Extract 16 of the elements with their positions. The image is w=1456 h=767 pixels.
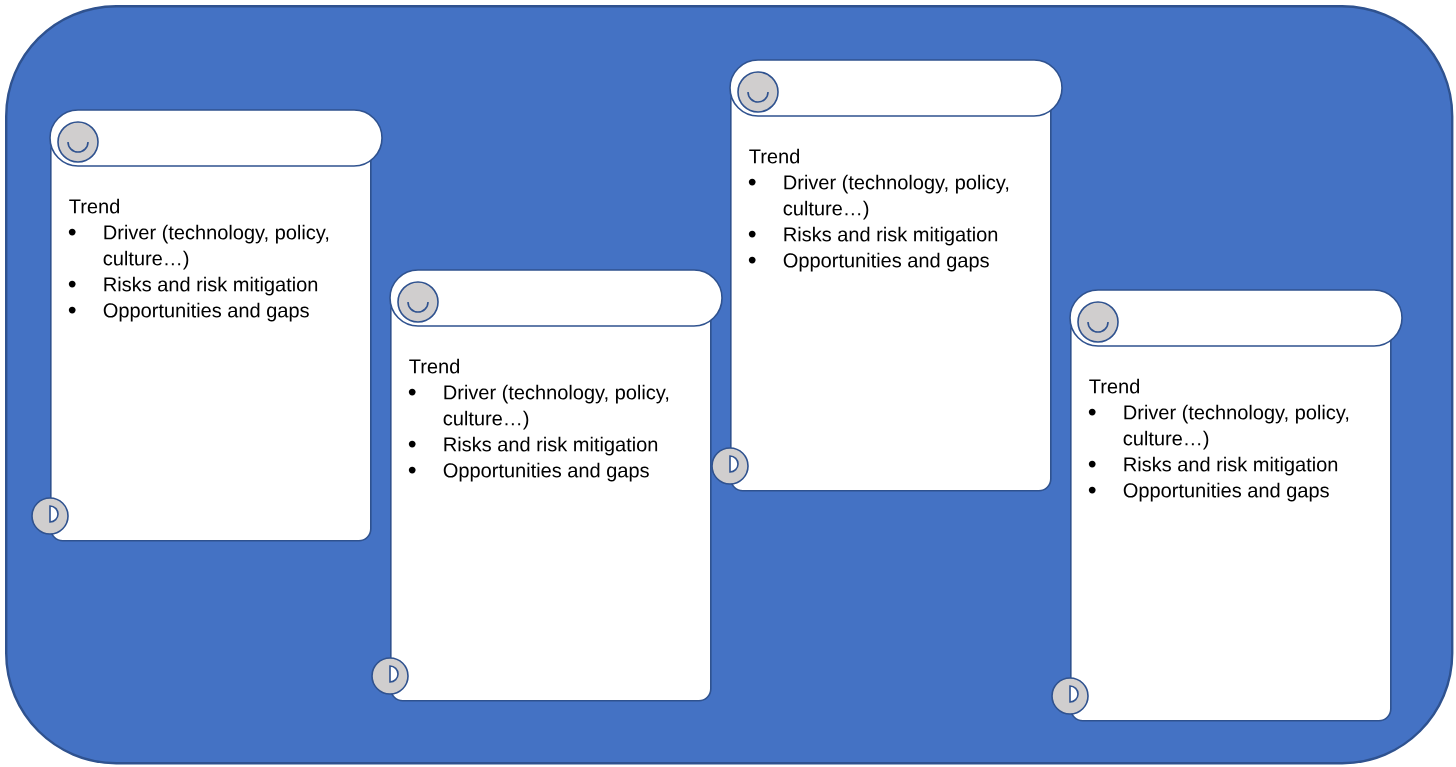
bullet-text: Risks and risk mitigation <box>1124 456 1338 476</box>
bullet-text: Risks and risk mitigation <box>104 276 318 296</box>
bullet-text: Driver (technology, policy, culture…) <box>783 174 1009 220</box>
bullet-text: Opportunities and gaps <box>783 252 989 272</box>
bullet-text: Driver (technology, policy, culture…) <box>443 384 669 430</box>
heading: Trend <box>69 198 120 214</box>
bullet-text: Driver (technology, policy, culture…) <box>1123 404 1349 450</box>
heading: Trend <box>1089 378 1140 394</box>
heading: Trend <box>749 148 800 164</box>
bullet-text: Driver (technology, policy, culture…) <box>103 224 329 270</box>
bullet-text: Risks and risk mitigation <box>784 226 998 246</box>
bullet-text: Opportunities and gaps <box>103 302 309 322</box>
bullet-text: Risks and risk mitigation <box>444 436 658 456</box>
bullet-text: Opportunities and gaps <box>443 462 649 482</box>
bullet-text: Opportunities and gaps <box>1123 482 1329 502</box>
heading: Trend <box>409 358 460 374</box>
